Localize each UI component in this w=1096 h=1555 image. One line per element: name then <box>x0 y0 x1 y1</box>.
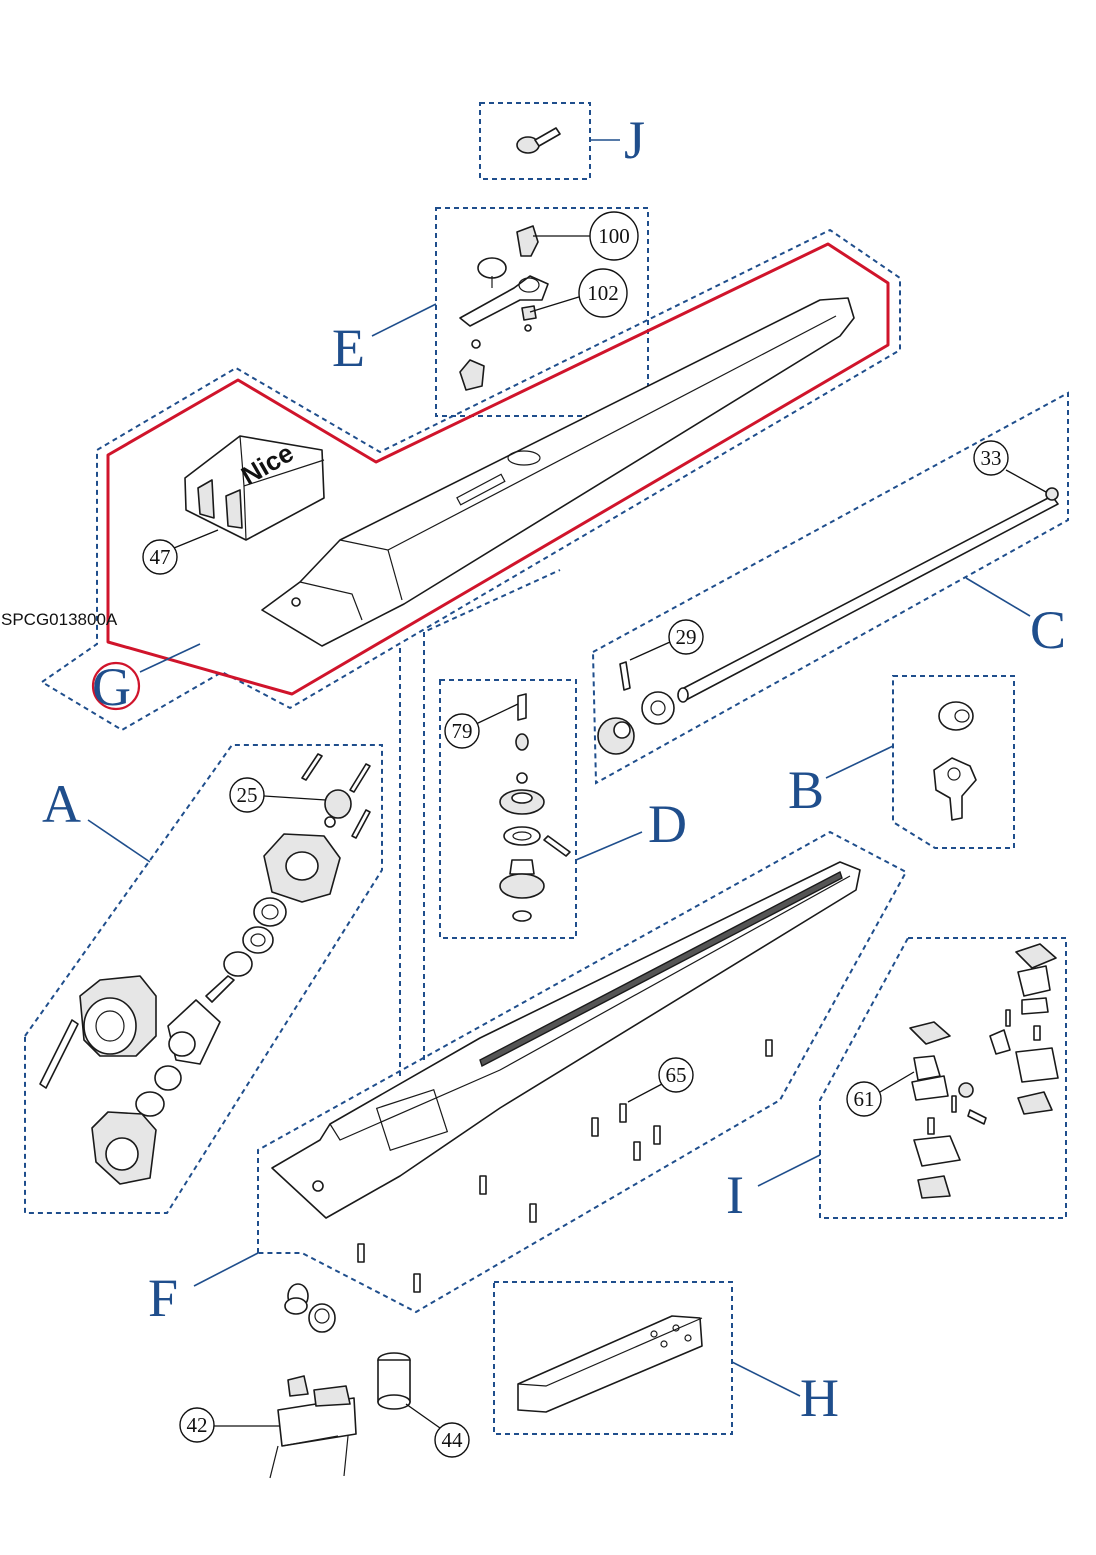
group-b-label: B <box>788 760 824 820</box>
end-cap-icon <box>377 1352 411 1410</box>
gear-stack-icon <box>499 693 571 922</box>
group-h-label: H <box>800 1368 839 1428</box>
key-icon <box>516 127 561 154</box>
group-e-outline <box>435 207 649 417</box>
svg-text:29: 29 <box>676 625 697 649</box>
group-j-label: J <box>624 110 645 170</box>
motor-assembly-icon <box>39 753 371 1185</box>
group-c-leader <box>965 577 1031 617</box>
callout-44 <box>434 1422 470 1458</box>
svg-text:44: 44 <box>442 1428 464 1452</box>
svg-text:79: 79 <box>452 719 473 743</box>
group-g-leader <box>139 643 201 673</box>
drive-shaft-icon <box>597 487 1059 755</box>
svg-text:47: 47 <box>150 545 171 569</box>
cable-gland-icon <box>284 1283 336 1333</box>
group-h-outline <box>493 1281 733 1435</box>
group-f-outline <box>257 830 908 1314</box>
svg-text:25: 25 <box>237 783 258 807</box>
group-c-outline <box>591 391 1069 785</box>
callout-100 <box>589 211 639 261</box>
group-g-outline <box>40 228 901 732</box>
base-screws-icon <box>357 1039 773 1293</box>
terminal-block-icon <box>269 1375 357 1479</box>
group-d-boundary <box>423 569 561 1060</box>
svg-text:65: 65 <box>666 1063 687 1087</box>
svg-text:100: 100 <box>598 224 630 248</box>
callout-79 <box>444 713 480 749</box>
limit-switch-kit-icon <box>909 943 1059 1199</box>
release-key-icon <box>933 701 977 821</box>
callout-25 <box>229 777 265 813</box>
group-a-leader <box>87 819 151 863</box>
svg-text:42: 42 <box>187 1413 208 1437</box>
callout-61 <box>846 1081 882 1117</box>
group-b-leader <box>825 745 894 779</box>
base-body-icon <box>271 861 861 1219</box>
group-a-label: A <box>42 774 81 834</box>
group-f-leader <box>193 1252 259 1287</box>
group-j-outline <box>479 102 591 180</box>
group-d-label: D <box>648 794 687 854</box>
group-g-label: G <box>92 657 131 717</box>
callout-65 <box>658 1057 694 1093</box>
callout-102 <box>578 268 628 318</box>
group-a-outline <box>24 744 383 1214</box>
group-e-leader <box>371 303 437 337</box>
svg-text:102: 102 <box>587 281 619 305</box>
operator-housing-icon <box>261 297 855 647</box>
callout-29 <box>668 619 704 655</box>
group-d-leader <box>575 831 643 861</box>
callout-42 <box>179 1407 215 1443</box>
group-f-label: F <box>148 1268 178 1328</box>
svg-text:33: 33 <box>981 446 1002 470</box>
group-i-outline <box>819 937 1067 1219</box>
group-g-highlight <box>106 242 890 696</box>
release-lever-icon <box>459 225 549 391</box>
svg-text:61: 61 <box>854 1087 875 1111</box>
callout-33 <box>973 440 1009 476</box>
group-c-label: C <box>1030 600 1066 660</box>
callout-47 <box>142 539 178 575</box>
fixing-plate-icon <box>517 1315 703 1413</box>
group-h-leader <box>731 1361 801 1397</box>
group-b-outline <box>892 675 1015 849</box>
motor-cover-icon: Nice <box>184 435 325 541</box>
group-d-outline <box>439 679 577 939</box>
group-i-leader <box>757 1154 821 1187</box>
group-g-highlight-ring <box>91 661 141 711</box>
group-i-label: I <box>726 1165 744 1225</box>
document-code: SPCG013800A <box>1 610 118 629</box>
group-e-label: E <box>332 318 365 378</box>
